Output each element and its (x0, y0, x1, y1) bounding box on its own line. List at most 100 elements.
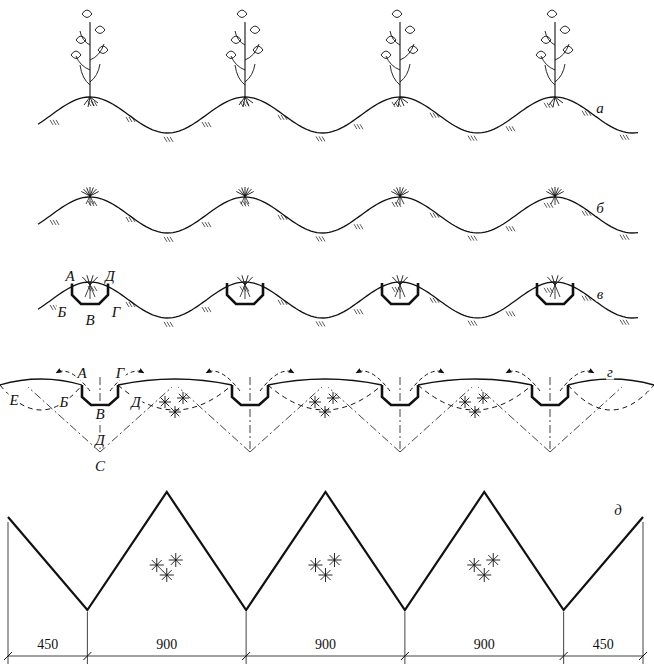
stroke (478, 387, 550, 452)
stroke (430, 213, 433, 218)
stroke (226, 51, 236, 59)
stroke (278, 300, 281, 305)
stroke (547, 103, 550, 108)
stroke (202, 307, 205, 312)
stroke (433, 113, 436, 118)
stroke (588, 296, 591, 301)
stroke (167, 322, 170, 327)
stroke (85, 285, 95, 299)
stroke (436, 298, 439, 303)
point-label: Е (8, 393, 19, 408)
stroke (322, 136, 325, 141)
stroke (250, 377, 251, 452)
stroke (239, 97, 253, 107)
stroke (90, 192, 99, 197)
stroke (626, 235, 629, 240)
stroke (227, 283, 263, 304)
stroke (461, 398, 469, 406)
stroke (620, 135, 623, 140)
stroke (132, 302, 135, 307)
stroke (550, 285, 560, 299)
stroke (311, 398, 319, 406)
stroke (94, 201, 97, 206)
stroke (243, 201, 246, 206)
stroke (82, 10, 92, 18)
stroke (555, 192, 564, 197)
stroke (322, 321, 325, 326)
stroke (468, 236, 471, 241)
stroke (167, 237, 170, 242)
stroke (38, 282, 638, 318)
stroke (237, 10, 247, 18)
stroke (281, 300, 284, 305)
stroke (316, 136, 319, 141)
stroke (354, 309, 357, 314)
stroke (129, 217, 132, 222)
point-label: В (94, 407, 105, 422)
stroke (321, 570, 331, 580)
stroke (170, 322, 173, 327)
stroke (400, 189, 406, 196)
point-label: Б (57, 305, 68, 320)
stroke (208, 307, 211, 312)
stroke (396, 196, 404, 205)
stroke (129, 117, 132, 122)
stroke (8, 522, 9, 664)
stroke (471, 136, 474, 141)
stroke (205, 307, 208, 312)
stroke (357, 309, 360, 314)
stroke (316, 236, 319, 241)
stroke (400, 377, 401, 452)
stroke (360, 309, 363, 314)
stroke (281, 215, 284, 220)
stroke (268, 379, 382, 385)
dimension: 900 (314, 638, 337, 652)
stroke (623, 320, 626, 325)
stroke (488, 555, 498, 565)
stroke (132, 217, 135, 222)
stroke (547, 203, 550, 208)
stroke (544, 288, 547, 293)
point-label: д (613, 503, 623, 518)
point-label: а (595, 101, 605, 116)
stroke (551, 196, 559, 205)
stroke (382, 283, 418, 304)
stroke (547, 288, 550, 293)
stroke (568, 379, 654, 385)
stroke (311, 560, 321, 570)
stroke (250, 387, 322, 452)
stroke (98, 46, 108, 54)
stroke (236, 192, 245, 197)
stroke (471, 236, 474, 241)
stroke (623, 235, 626, 240)
stroke (202, 222, 205, 227)
stroke (94, 286, 97, 291)
stroke (240, 285, 250, 299)
dimension: 450 (592, 638, 615, 652)
stroke (278, 215, 281, 220)
stroke (430, 298, 433, 303)
stroke (398, 202, 401, 207)
stroke (242, 652, 250, 660)
stroke (433, 213, 436, 218)
stroke (552, 275, 555, 285)
stroke (537, 283, 573, 304)
point-label: б (595, 201, 605, 216)
stroke (506, 371, 540, 391)
stroke (0, 379, 82, 385)
stroke (582, 111, 585, 116)
stroke (50, 220, 53, 225)
stroke (544, 103, 547, 108)
stroke (381, 51, 391, 59)
stroke (76, 36, 86, 44)
stroke (360, 124, 363, 129)
stroke (284, 215, 287, 220)
stroke (208, 122, 211, 127)
stroke (582, 296, 585, 301)
stroke (170, 237, 173, 242)
stroke (0, 385, 82, 410)
stroke (4, 652, 12, 660)
stroke (397, 275, 400, 285)
stroke (129, 302, 132, 307)
stroke (38, 97, 638, 133)
